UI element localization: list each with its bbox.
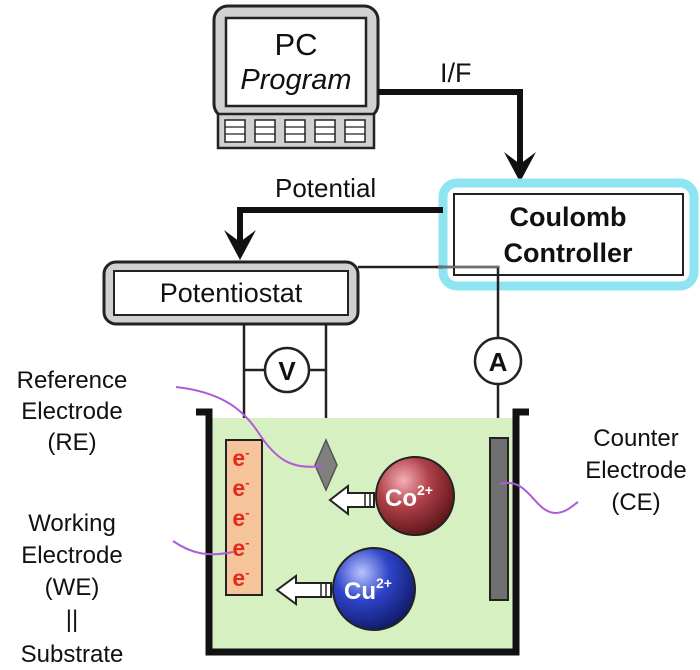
ammeter-label: A — [489, 347, 508, 377]
cobalt-ion-arrow — [328, 483, 375, 517]
pc-label: PC — [274, 27, 317, 62]
cobalt-ion-label: Co2+ — [385, 482, 433, 512]
svg-text:Electrode: Electrode — [21, 542, 122, 569]
electron: e- — [232, 445, 249, 471]
controller-label-line1: Coulomb — [510, 202, 627, 232]
svg-text:Substrate: Substrate — [21, 641, 124, 668]
counter-electrode — [489, 437, 509, 601]
controller-label-line2: Controller — [503, 238, 632, 268]
program-label: Program — [240, 64, 351, 96]
ammeter: A — [473, 336, 523, 386]
copper-ion-label: Cu2+ — [344, 575, 392, 605]
pc-computer: PC Program — [212, 4, 380, 120]
annotation-pointers — [172, 386, 579, 556]
svg-text:Reference: Reference — [17, 367, 128, 394]
svg-text:Electrode: Electrode — [585, 457, 686, 484]
copper-ion-arrow — [275, 574, 332, 606]
electron: e- — [232, 535, 249, 561]
potentiostat-label: Potentiostat — [160, 278, 303, 308]
copper-ion: Cu2+ — [332, 547, 416, 631]
voltmeter-label: V — [278, 356, 296, 386]
working-pointer — [172, 540, 234, 556]
counter-electrode-label: Counter Electrode (CE) — [585, 425, 686, 516]
counter-pointer — [499, 481, 579, 515]
reference-electrode-tip — [314, 438, 338, 492]
svg-text:Counter: Counter — [593, 425, 678, 452]
potential-label: Potential — [275, 173, 376, 203]
voltmeter: V — [263, 346, 311, 394]
reference-pointer — [175, 386, 323, 468]
working-electrode: e- e- e- e- e- — [225, 439, 263, 596]
interface-arrow — [378, 89, 536, 182]
svg-text:Electrode: Electrode — [21, 398, 122, 425]
svg-text:||: || — [66, 606, 78, 633]
svg-text:(WE): (WE) — [45, 574, 100, 601]
reference-electrode-label: Reference Electrode (RE) — [17, 367, 128, 456]
coulomb-controller: Coulomb Controller — [438, 178, 699, 291]
pc-keyboard — [216, 112, 376, 150]
cobalt-ion: Co2+ — [375, 456, 455, 536]
electron: e- — [232, 565, 249, 591]
interface-label: I/F — [440, 58, 472, 88]
electron: e- — [232, 475, 249, 501]
potential-arrow — [224, 207, 443, 260]
svg-text:(RE): (RE) — [47, 429, 96, 456]
working-electrode-label: Working Electrode (WE) || Substrate — [21, 510, 124, 668]
cell-vessel — [196, 408, 529, 656]
svg-text:(CE): (CE) — [611, 489, 660, 516]
svg-text:Working: Working — [28, 510, 116, 537]
electron: e- — [232, 505, 249, 531]
potentiostat: Potentiostat — [102, 260, 360, 326]
